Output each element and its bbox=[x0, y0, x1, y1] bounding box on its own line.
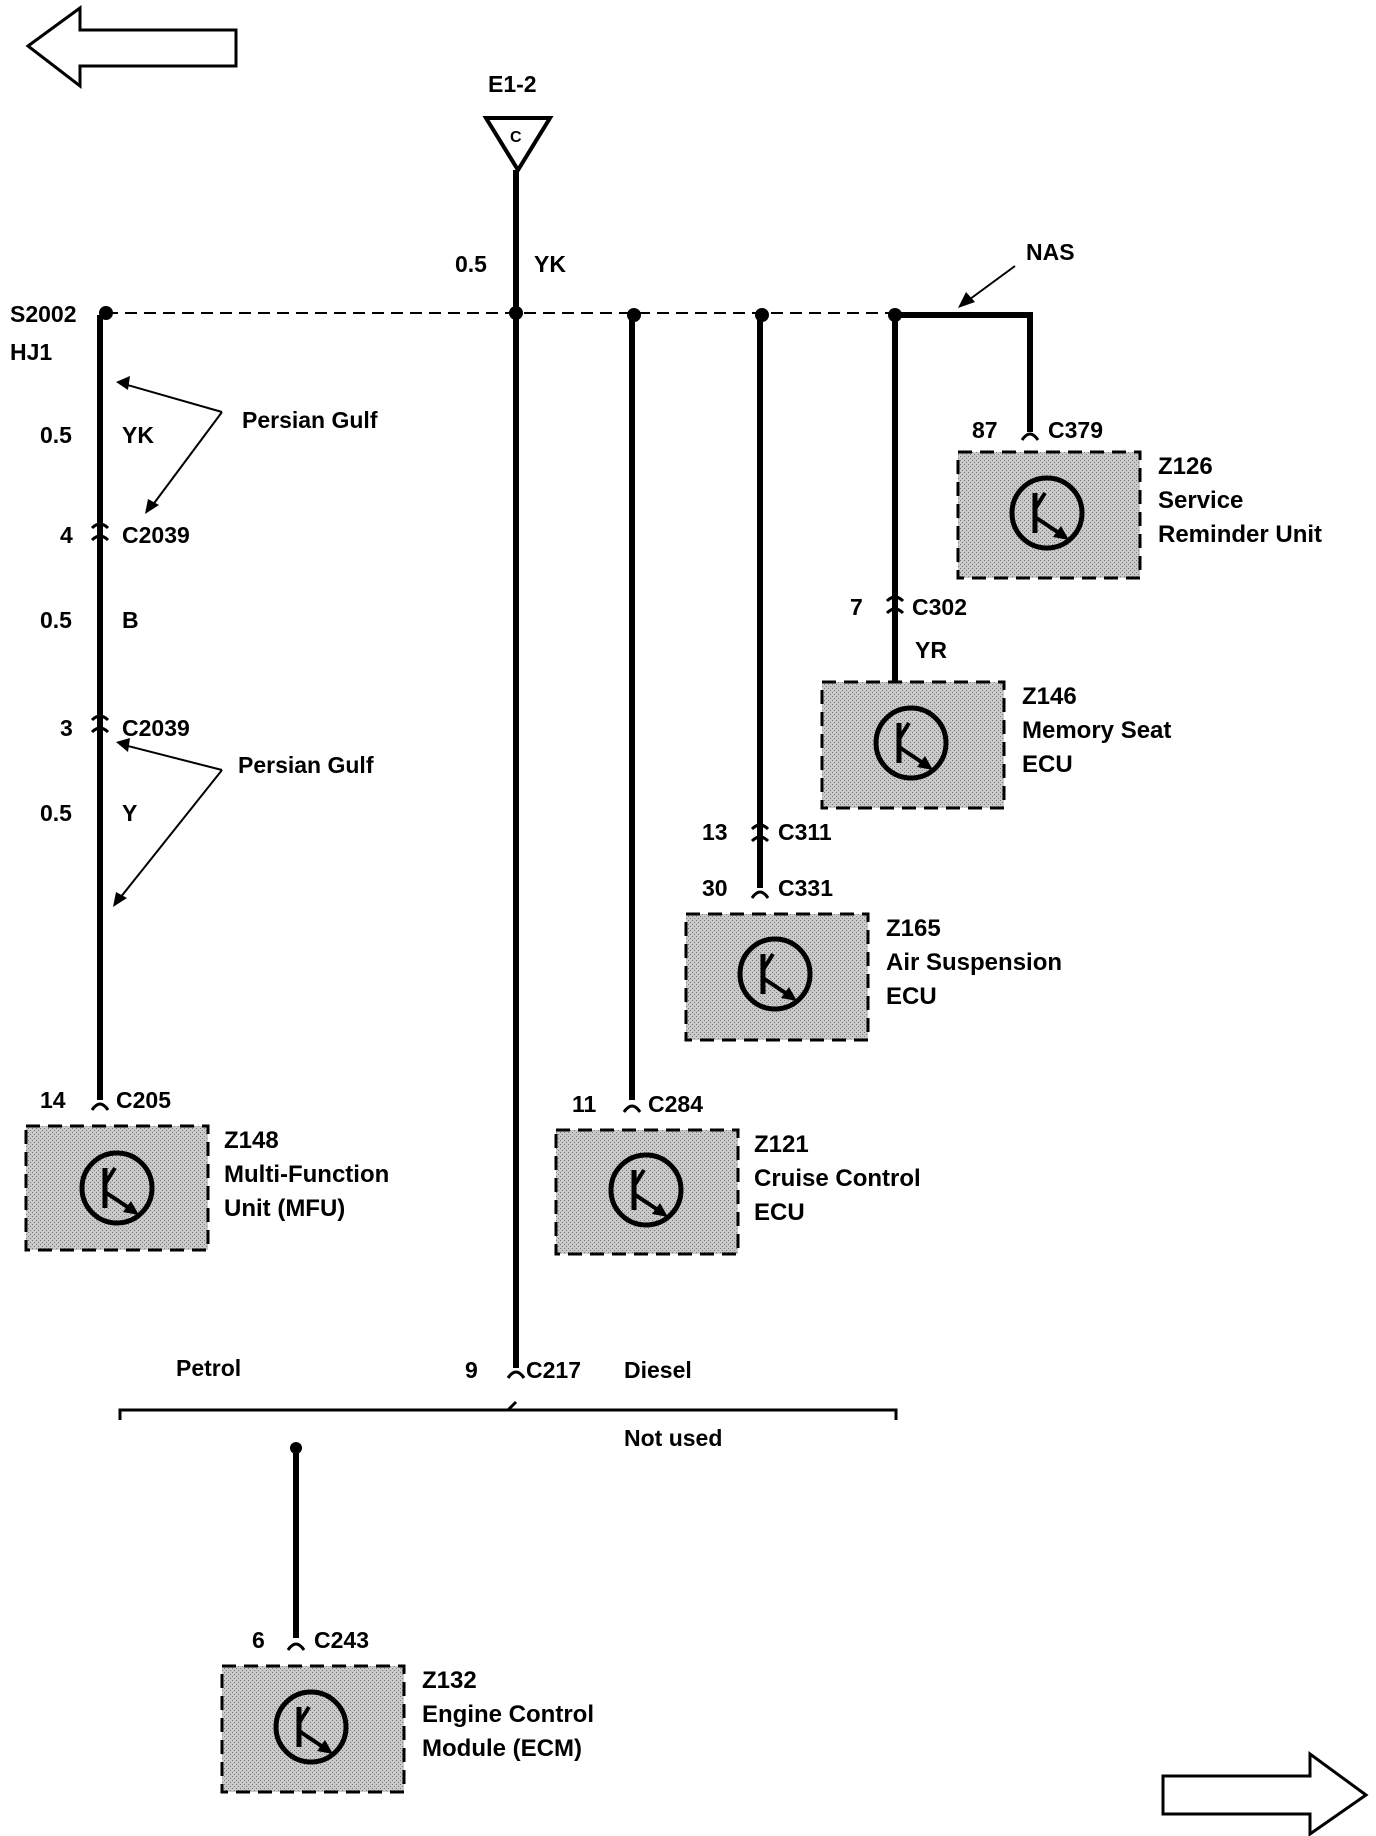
c284-pin: 11 bbox=[572, 1091, 597, 1117]
z121-name-line1: Cruise Control bbox=[754, 1165, 921, 1192]
c243-ref: C243 bbox=[314, 1627, 369, 1653]
variant-bracket bbox=[118, 1408, 898, 1420]
c217-ref: C217 bbox=[526, 1357, 581, 1383]
connector-c379-icon bbox=[1020, 432, 1040, 441]
connector-c2039-top-icon bbox=[90, 522, 110, 542]
petrol-label: Petrol bbox=[176, 1355, 241, 1381]
z148-module-box[interactable] bbox=[24, 1124, 210, 1252]
z165-name-line1: Air Suspension bbox=[886, 949, 1062, 976]
pg-top-pointer-a bbox=[123, 383, 223, 413]
c2039-bottom-ref: C2039 bbox=[122, 715, 190, 741]
z121-module-box[interactable] bbox=[554, 1128, 740, 1256]
pg-top-arrowhead-a-icon bbox=[116, 376, 130, 390]
left-seg1-gauge: 0.5 bbox=[40, 422, 72, 448]
connector-c331-icon bbox=[750, 890, 770, 899]
z146-name-line2: ECU bbox=[1022, 751, 1073, 778]
left-seg3-color: Y bbox=[122, 800, 137, 826]
z121-id: Z121 bbox=[754, 1131, 809, 1158]
pg-bottom-arrowhead-a-icon bbox=[116, 738, 130, 752]
z146-module-box[interactable] bbox=[820, 680, 1006, 810]
c311-pin: 13 bbox=[702, 819, 728, 845]
pg-bottom-pointer-a bbox=[123, 744, 223, 771]
connector-c205-icon bbox=[90, 1102, 110, 1111]
connector-c243-icon bbox=[286, 1642, 306, 1651]
right-arrow-icon[interactable] bbox=[1161, 1751, 1369, 1836]
c205-ref: C205 bbox=[116, 1087, 171, 1113]
z126-name-line1: Service bbox=[1158, 487, 1243, 514]
not-used-label: Not used bbox=[624, 1425, 722, 1451]
source-symbol-label: C bbox=[510, 129, 522, 146]
z132-name-line2: Module (ECM) bbox=[422, 1735, 582, 1762]
z146-id: Z146 bbox=[1022, 683, 1077, 710]
z126-id: Z126 bbox=[1158, 453, 1213, 480]
splice-harness-label: HJ1 bbox=[10, 339, 52, 365]
z121-name-line2: ECU bbox=[754, 1199, 805, 1226]
nas-wire bbox=[895, 312, 1033, 432]
connector-c302-icon bbox=[885, 595, 905, 615]
z126-name-line2: Reminder Unit bbox=[1158, 521, 1322, 548]
c205-pin: 14 bbox=[40, 1087, 66, 1113]
connector-c311-icon bbox=[750, 823, 770, 843]
z165-module-box[interactable] bbox=[684, 912, 870, 1042]
c302-wire-color: YR bbox=[915, 637, 947, 663]
left-seg1-color: YK bbox=[122, 422, 154, 448]
nas-label: NAS bbox=[1026, 239, 1075, 265]
ground-triangle-icon bbox=[482, 116, 554, 174]
z132-name-line1: Engine Control bbox=[422, 1701, 594, 1728]
left-seg3-gauge: 0.5 bbox=[40, 800, 72, 826]
c302-pin: 7 bbox=[850, 594, 863, 620]
z148-name-line1: Multi-Function bbox=[224, 1161, 389, 1188]
pg-top-pointer-b bbox=[151, 411, 223, 507]
c379-ref: C379 bbox=[1048, 417, 1103, 443]
main-feed-gauge: 0.5 bbox=[455, 251, 487, 277]
connector-c284-icon bbox=[622, 1104, 642, 1113]
c217-pin: 9 bbox=[465, 1357, 478, 1383]
z165-id: Z165 bbox=[886, 915, 941, 942]
c311-ref: C311 bbox=[778, 819, 832, 845]
z165-name-line2: ECU bbox=[886, 983, 937, 1010]
c331-pin: 30 bbox=[702, 875, 728, 901]
c243-wire-end bbox=[290, 1442, 302, 1454]
c2039-bottom-pin: 3 bbox=[60, 715, 73, 741]
nas-pointer-line bbox=[965, 265, 1016, 303]
pg-top-arrowhead-b-icon bbox=[145, 499, 159, 514]
nas-arrowhead-icon bbox=[958, 292, 975, 308]
c302-ref: C302 bbox=[912, 594, 967, 620]
persian-gulf-label-top: Persian Gulf bbox=[242, 407, 378, 433]
z148-name-line2: Unit (MFU) bbox=[224, 1195, 345, 1222]
c331-ref: C331 bbox=[778, 875, 833, 901]
source-ref-label: E1-2 bbox=[488, 71, 537, 97]
main-feed-color: YK bbox=[534, 251, 566, 277]
pg-bottom-pointer-b bbox=[119, 769, 223, 899]
persian-gulf-label-bottom: Persian Gulf bbox=[238, 752, 374, 778]
splice-ref-label: S2002 bbox=[10, 301, 77, 327]
z146-name-line1: Memory Seat bbox=[1022, 717, 1171, 744]
c243-pin: 6 bbox=[252, 1627, 265, 1653]
connector-c2039-bottom-icon bbox=[90, 714, 110, 734]
connector-c217-icon bbox=[506, 1370, 526, 1379]
bus-node-main bbox=[509, 306, 523, 320]
z126-module-box[interactable] bbox=[956, 450, 1142, 580]
left-arrow-icon[interactable] bbox=[25, 5, 238, 90]
variant-bracket-tick bbox=[506, 1400, 518, 1412]
diesel-label: Diesel bbox=[624, 1357, 692, 1383]
z132-module-box[interactable] bbox=[220, 1664, 406, 1794]
left-seg2-color: B bbox=[122, 607, 139, 633]
c2039-top-pin: 4 bbox=[60, 522, 73, 548]
z148-id: Z148 bbox=[224, 1127, 279, 1154]
c2039-top-ref: C2039 bbox=[122, 522, 190, 548]
z132-id: Z132 bbox=[422, 1667, 477, 1694]
left-seg2-gauge: 0.5 bbox=[40, 607, 72, 633]
c284-ref: C284 bbox=[648, 1091, 703, 1117]
pg-bottom-arrowhead-b-icon bbox=[113, 892, 127, 907]
c379-pin: 87 bbox=[972, 417, 998, 443]
